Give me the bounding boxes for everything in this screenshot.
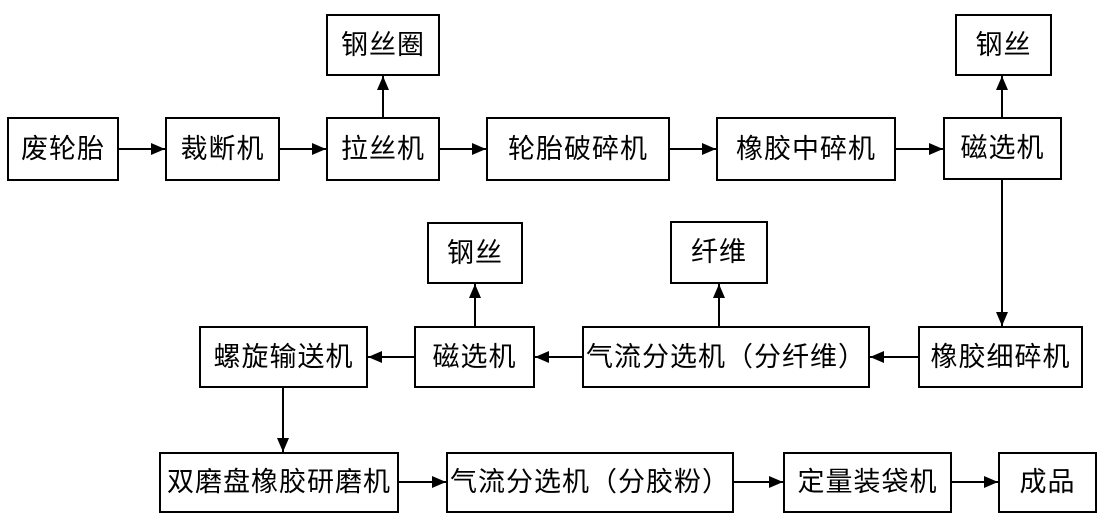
node-cutting-machine: 裁断机 <box>165 117 280 181</box>
node-label-steel-wire-ring: 钢丝圈 <box>341 29 425 60</box>
node-label-steel-wire-mid: 钢丝 <box>447 237 503 268</box>
node-label-fiber: 纤维 <box>691 237 747 267</box>
node-label-tire-crusher: 轮胎破碎机 <box>508 133 648 164</box>
node-label-cutting-machine: 裁断机 <box>180 133 265 164</box>
node-rubber-medium-crusher: 橡胶中碎机 <box>716 117 896 181</box>
node-finished-product: 成品 <box>998 452 1097 513</box>
node-label-finished-product: 成品 <box>1019 467 1076 497</box>
node-magnetic-separator-mid: 磁选机 <box>414 326 535 388</box>
node-label-magnetic-separator-top: 磁选机 <box>960 133 1045 163</box>
node-waste-tire: 废轮胎 <box>7 117 119 181</box>
node-label-magnetic-separator-mid: 磁选机 <box>432 341 517 372</box>
node-steel-wire-top: 钢丝 <box>955 14 1052 76</box>
node-label-rubber-medium-crusher: 橡胶中碎机 <box>736 133 876 164</box>
node-air-separator-powder: 气流分选机（分胶粉） <box>446 452 734 513</box>
node-steel-wire-ring: 钢丝圈 <box>326 14 440 76</box>
node-label-air-separator-fiber: 气流分选机（分纤维） <box>586 341 866 372</box>
node-tire-crusher: 轮胎破碎机 <box>486 117 670 181</box>
node-double-disc-rubber-grinder: 双磨盘橡胶研磨机 <box>159 452 399 513</box>
node-quantitative-bagging-machine: 定量装袋机 <box>783 452 952 513</box>
node-wire-drawing-machine: 拉丝机 <box>326 117 440 181</box>
node-label-quantitative-bagging-machine: 定量装袋机 <box>797 467 938 497</box>
node-label-steel-wire-top: 钢丝 <box>975 29 1032 60</box>
node-label-rubber-fine-crusher: 橡胶细碎机 <box>930 341 1071 372</box>
node-label-wire-drawing-machine: 拉丝机 <box>341 133 425 164</box>
node-air-separator-fiber: 气流分选机（分纤维） <box>582 326 870 388</box>
node-rubber-fine-crusher: 橡胶细碎机 <box>918 326 1083 388</box>
node-magnetic-separator-top: 磁选机 <box>943 117 1062 180</box>
node-screw-conveyor: 螺旋输送机 <box>199 326 368 388</box>
node-label-air-separator-powder: 气流分选机（分胶粉） <box>450 467 730 497</box>
node-label-double-disc-rubber-grinder: 双磨盘橡胶研磨机 <box>167 467 391 497</box>
node-label-waste-tire: 废轮胎 <box>21 133 105 164</box>
node-fiber: 纤维 <box>670 221 768 284</box>
node-steel-wire-mid: 钢丝 <box>427 222 523 284</box>
node-label-screw-conveyor: 螺旋输送机 <box>213 341 354 372</box>
